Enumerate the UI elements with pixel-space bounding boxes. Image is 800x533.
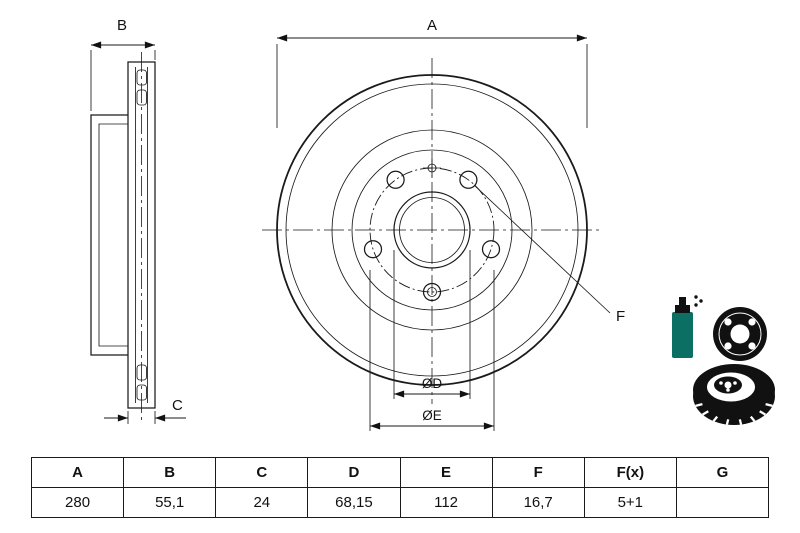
- vented-disc-icon: [693, 364, 775, 425]
- dim-c-label: C: [172, 397, 183, 414]
- coated-disc-icon: [672, 295, 767, 361]
- technical-drawing: A B: [90, 17, 775, 431]
- side-section-view: [90, 52, 156, 420]
- dimension-f: F: [474, 185, 625, 325]
- value-g: [675, 487, 770, 518]
- bolt-holes: [363, 170, 501, 302]
- dimension-d: ØD: [393, 250, 471, 399]
- value-e: 112: [399, 487, 493, 518]
- front-view: F: [262, 58, 625, 404]
- table-header-row: A B C D E F F(x) G: [30, 457, 770, 488]
- value-fx: 5+1: [583, 487, 677, 518]
- value-b: 55,1: [123, 487, 217, 518]
- center-bore: [393, 191, 471, 269]
- value-f: 16,7: [491, 487, 585, 518]
- disc-face-icon: [713, 307, 767, 361]
- table-value-row: 280 55,1 24 68,15 112 16,7 5+1: [30, 487, 770, 518]
- dimension-table: A B C D E F F(x) G 280 55,1 24 68,15 112…: [30, 457, 770, 518]
- spray-can-icon: [672, 295, 703, 358]
- value-d: 68,15: [307, 487, 401, 518]
- col-header-g: G: [675, 457, 770, 488]
- col-header-e: E: [399, 457, 493, 488]
- dimension-a: A: [276, 17, 588, 128]
- locating-pin-hole: [423, 159, 441, 177]
- dimension-c: C: [104, 397, 186, 424]
- value-a: 280: [30, 487, 125, 518]
- vent-slots: [695, 402, 773, 425]
- dimension-b: B: [90, 17, 156, 111]
- dimension-e: ØE: [369, 270, 495, 431]
- col-header-b: B: [123, 457, 217, 488]
- col-header-fx: F(x): [583, 457, 677, 488]
- dim-f-label: F: [616, 308, 625, 325]
- dim-e-label: ØE: [422, 408, 442, 423]
- dim-d-label: ØD: [422, 376, 443, 391]
- dim-a-label: A: [427, 17, 437, 34]
- dim-b-label: B: [117, 17, 127, 34]
- value-c: 24: [215, 487, 309, 518]
- col-header-c: C: [215, 457, 309, 488]
- col-header-d: D: [307, 457, 401, 488]
- col-header-a: A: [30, 457, 125, 488]
- col-header-f: F: [491, 457, 585, 488]
